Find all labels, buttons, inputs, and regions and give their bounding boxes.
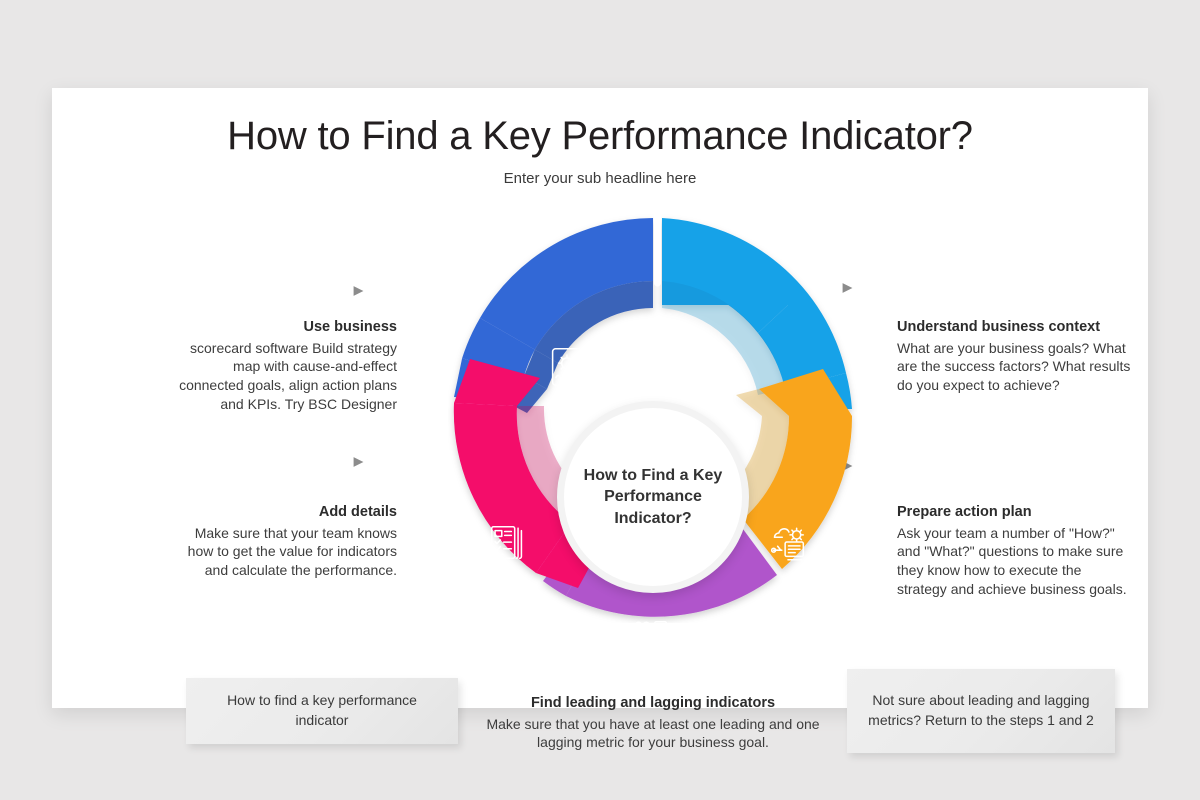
note-box-right[interactable]: Not sure about leading and lagging metri… [847, 669, 1115, 753]
callout-add-details: Add details Make sure that your team kno… [170, 503, 397, 580]
callout-use-business-title: Use business [303, 319, 398, 335]
center-hub-label: How to Find a Key Performance Indicator? [583, 466, 723, 527]
callout-prepare-title: Prepare action plan [897, 504, 1032, 520]
center-hub: How to Find a Key Performance Indicator? [557, 401, 749, 593]
callout-use-business: Use business scorecard software Build st… [170, 318, 397, 413]
note-box-left-label: How to find a key performance indicator [227, 692, 417, 728]
callout-understand-title: Understand business context [897, 319, 1101, 335]
callout-prepare-action-plan: Prepare action plan Ask your team a numb… [897, 503, 1132, 598]
callout-understand-body: What are your business goals? What are t… [897, 339, 1131, 394]
callout-use-business-body: scorecard software Build strategy map wi… [179, 339, 397, 412]
slide-card: How to Find a Key Performance Indicator?… [52, 88, 1148, 753]
note-box-left[interactable]: How to find a key performance indicator [186, 678, 458, 744]
note-box-right-label: Not sure about leading and lagging metri… [868, 692, 1094, 728]
callout-find-leading-title: Find leading and lagging indicators [530, 695, 776, 711]
segment-understand-business-context[interactable] [662, 218, 852, 409]
page-title: How to Find a Key Performance Indicator? [227, 114, 973, 158]
callout-find-leading-body: Make sure that you have at least one lea… [486, 715, 820, 751]
callout-add-details-body: Make sure that your team knows how to ge… [187, 524, 397, 579]
callout-prepare-body: Ask your team a number of "How?" and "Wh… [897, 524, 1127, 597]
callout-add-details-title: Add details [318, 504, 397, 520]
callout-find-leading-lagging: Find leading and lagging indicators Make… [467, 694, 839, 752]
callout-understand-business-context: Understand business context What are you… [897, 318, 1132, 395]
page-subtitle: Enter your sub headline here [503, 170, 697, 187]
